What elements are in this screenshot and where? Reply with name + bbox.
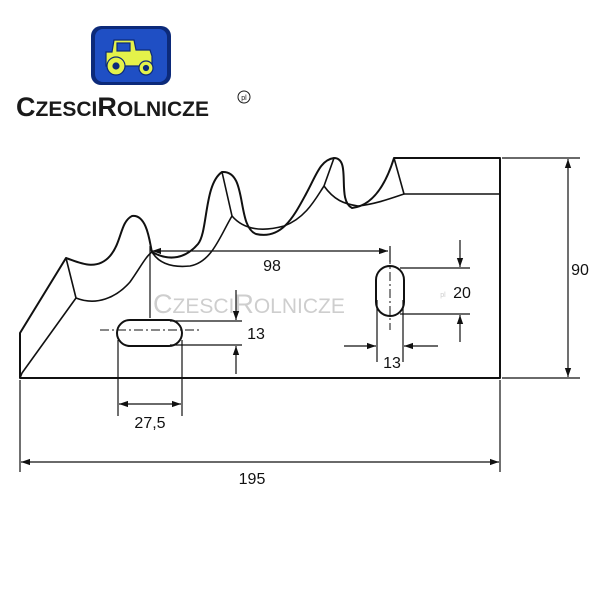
brand-badge-circle <box>237 90 251 104</box>
brand-name-part-2: OLNICZE <box>117 98 209 121</box>
vertical-slot <box>375 255 405 330</box>
dimension-labels: 98 20 13 13 27,5 195 90 <box>134 258 589 488</box>
blade-bevel-front <box>19 257 77 379</box>
watermark-part-2: OLNICZE <box>254 295 345 318</box>
brand-name-initial-2: R <box>97 92 117 122</box>
brand-name: CZESCIROLNICZE pl <box>16 90 251 122</box>
watermark-initial-2: R <box>234 289 254 319</box>
watermark-part-1: ZESCI <box>173 295 235 318</box>
blade-serrated-profile <box>19 157 501 379</box>
vertical-slot-shape <box>375 265 405 317</box>
blade-bevel-tooth-4 <box>323 157 405 207</box>
watermark-badge: pl <box>440 292 446 299</box>
blade-bevel-tooth-3 <box>231 157 335 230</box>
blade-bevel-tooth-1 <box>75 251 153 302</box>
blade-bevel-tooth-2 <box>151 171 233 268</box>
dim-label-90: 90 <box>571 262 589 279</box>
brand-badge: pl <box>241 95 247 102</box>
dim-label-195: 195 <box>239 471 266 488</box>
brand-name-part-1: ZESCI <box>36 98 98 121</box>
blade-outline <box>19 157 501 379</box>
horizontal-slot-shape <box>116 319 183 347</box>
dim-label-27-5: 27,5 <box>134 415 165 432</box>
dim-label-13-vertical-slot: 13 <box>383 355 401 372</box>
svg-text:CZESCIROLNICZE: CZESCIROLNICZE <box>16 92 209 122</box>
dim-label-20: 20 <box>453 285 471 302</box>
horizontal-slot <box>100 319 200 347</box>
dim-label-13-horizontal-slot: 13 <box>247 326 265 343</box>
watermark: CZESCIROLNICZE pl <box>153 289 446 319</box>
dim-label-98: 98 <box>263 258 281 275</box>
dimension-lines <box>19 157 580 472</box>
brand-logo <box>91 26 171 85</box>
tractor-icon <box>105 39 154 76</box>
watermark-initial-1: C <box>153 289 173 319</box>
svg-text:CZESCIROLNICZE: CZESCIROLNICZE <box>153 289 345 319</box>
brand-name-initial-1: C <box>16 92 36 122</box>
